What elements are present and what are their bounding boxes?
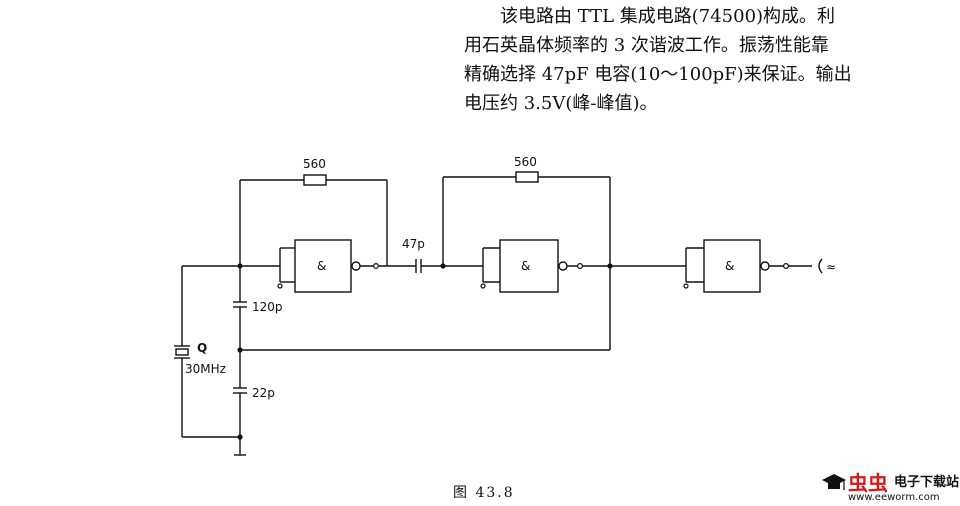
cap-upper-label: 120p [252, 300, 283, 314]
junction-dot [237, 347, 243, 353]
gate-3-symbol: & [725, 259, 734, 273]
description-paragraph: 该电路由 TTL 集成电路(74500)构成。利 用石英晶体频率的 3 次谐波工… [464, 2, 934, 118]
gate-1 [294, 239, 352, 293]
description-line: 用石英晶体频率的 3 次谐波工作。振荡性能靠 [464, 35, 829, 56]
gate-2-bubble [558, 261, 568, 271]
cap-lower-label: 22p [252, 386, 275, 400]
gate-3-bubble [760, 261, 770, 271]
description-line: 精确选择 47pF 电容(10～100pF)来保证。输出 [464, 64, 852, 85]
description-line: 电压约 3.5V(峰-峰值)。 [464, 93, 658, 114]
crystal-ref-label: Q [197, 341, 207, 355]
gate-2 [499, 239, 559, 293]
terminal-dot [576, 263, 583, 270]
crystal-freq-label: 30MHz [185, 362, 226, 376]
terminal-dot [683, 283, 689, 289]
junction-dot [440, 263, 446, 269]
junction-dot [237, 434, 243, 440]
gate-3 [703, 239, 761, 293]
watermark-logo: 虫虫 电子下载站 www.eeworm.com [820, 466, 960, 506]
gate-1-symbol: & [317, 259, 326, 273]
resistor-2-label: 560 [514, 155, 537, 169]
output-terminal [818, 258, 823, 274]
resistor-1 [303, 174, 327, 186]
terminal-dot [480, 283, 486, 289]
watermark-brand: 虫虫 [848, 471, 888, 495]
junction-dot [607, 263, 613, 269]
watermark-site: 电子下载站 [894, 475, 960, 490]
terminal-dot [277, 283, 283, 289]
figure-caption: 图 43.8 [453, 485, 515, 501]
terminal-dot [782, 263, 789, 270]
gate-1-bubble [351, 261, 361, 271]
resistor-2 [515, 171, 539, 183]
description-line: 该电路由 TTL 集成电路(74500)构成。利 [500, 6, 836, 27]
resistor-1-label: 560 [303, 157, 326, 171]
terminal-dot [373, 263, 380, 270]
coupling-cap-label: 47p [402, 237, 425, 251]
output-symbol: ≈ [826, 260, 836, 274]
crystal-body [175, 348, 189, 356]
gate-2-symbol: & [521, 259, 530, 273]
watermark-url: www.eeworm.com [848, 492, 940, 503]
junction-dot [237, 263, 243, 269]
graduation-cap-icon [822, 474, 846, 490]
